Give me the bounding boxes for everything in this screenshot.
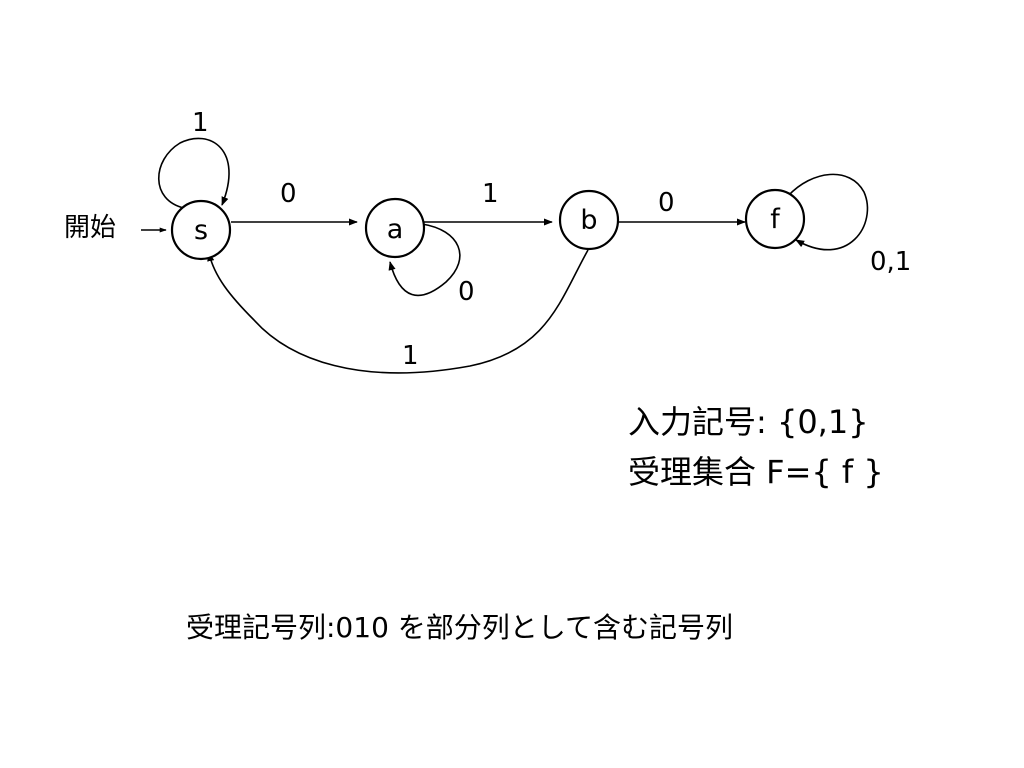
accept-set-text: 受理集合 F={ f } [628,453,884,491]
transition-label-f-f: 0,1 [870,247,911,277]
state-s-label: s [194,215,208,246]
transition-label-s-s: 1 [192,108,209,138]
state-s-circle [170,199,232,261]
transition-label-b-f: 0 [658,188,675,218]
state-a: a [364,197,426,259]
state-f: f [744,188,806,250]
transition-s-s-self-loop [158,137,230,209]
transition-a-a-self-loop [388,223,461,297]
transition-label-s-a: 0 [280,179,297,209]
transition-label-a-b: 1 [482,179,499,209]
transition-b-s [207,249,589,374]
transition-f-f-self-loop [787,173,869,251]
state-f-circle [744,188,806,250]
state-a-label: a [387,214,404,245]
state-b: b [558,189,620,251]
transition-label-b-s: 1 [402,341,419,371]
accepted-strings-description: 受理記号列:010 を部分列として含む記号列 [186,611,733,644]
state-b-label: b [580,205,597,236]
state-f-label: f [770,204,781,235]
start-label: 開始 [64,213,116,243]
state-b-circle [558,189,620,251]
state-a-circle [364,197,426,259]
transition-label-a-a: 0 [458,277,475,307]
state-s: s [170,199,232,261]
input-alphabet-text: 入力記号: {0,1} [628,403,869,441]
